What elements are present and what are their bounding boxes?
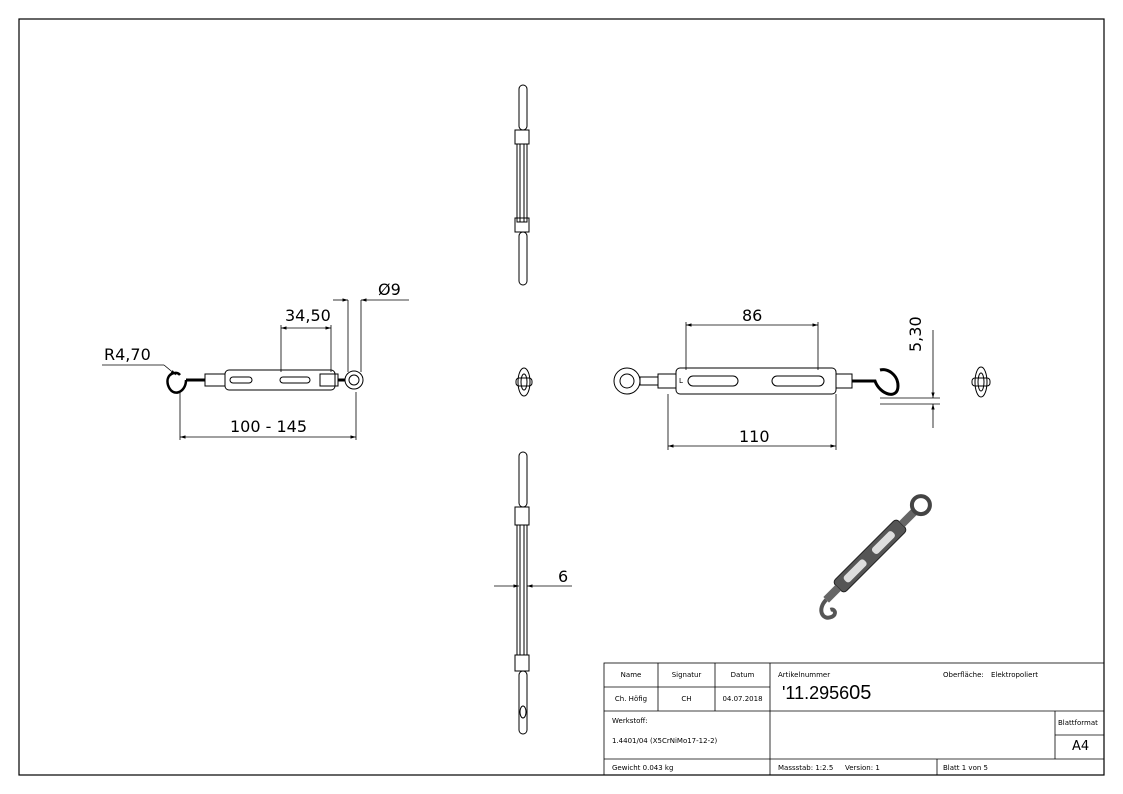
dim-thread-offset: 5,30 [906, 316, 925, 352]
artikelnummer-prefix: '11.2956 [782, 683, 850, 703]
oberflaeche-value: Elektropoliert [991, 671, 1039, 679]
artikelnummer-value: '11.295605 [782, 682, 871, 705]
left-side-view [166, 369, 364, 394]
gewicht: Gewicht 0.043 kg [612, 764, 674, 772]
top-vertical-view [514, 84, 530, 286]
signatur-value: CH [681, 695, 692, 703]
werkstoff-value: 1.4401/04 (X5CrNiMo17-12-2) [612, 737, 718, 745]
dim-length-range: 100 - 145 [230, 417, 308, 436]
header-signatur: Signatur [671, 671, 702, 679]
sheet-border [18, 18, 1105, 776]
right-view-dimensions [667, 322, 940, 450]
artikelnummer-suffix: 05 [849, 682, 872, 704]
dim-radius-hook: R4,70 [104, 345, 151, 364]
massstab: Massstab: 1:2.5 [778, 764, 834, 772]
isometric-view [819, 494, 932, 620]
dim-slot-length: 34,50 [285, 306, 331, 325]
dim-overall-body: 110 [739, 427, 770, 446]
dim-eye-diameter: Ø9 [378, 280, 401, 299]
dim-rod-width: 6 [558, 567, 569, 586]
blattformat-label: Blattformat [1058, 719, 1098, 727]
name-value: Ch. Höfig [614, 695, 648, 703]
part-mark-left: L [679, 377, 683, 385]
datum-value: 04.07.2018 [722, 695, 763, 703]
right-end-view [971, 366, 991, 398]
dim-body-length: 86 [742, 306, 763, 325]
right-front-view [613, 367, 900, 396]
version: Version: 1 [845, 764, 880, 772]
bottom-vertical-view [514, 451, 530, 735]
header-name: Name [620, 671, 642, 679]
blatt: Blatt 1 von 5 [943, 764, 988, 772]
center-end-view [515, 367, 533, 397]
blattformat-value: A4 [1072, 739, 1090, 754]
title-block-grid [603, 662, 1105, 776]
oberflaeche-label: Oberfläche: [943, 671, 984, 679]
left-view-dimensions [102, 298, 409, 440]
artikelnummer-label: Artikelnummer [778, 671, 831, 679]
werkstoff-label: Werkstoff: [612, 717, 648, 725]
header-datum: Datum [730, 671, 755, 679]
